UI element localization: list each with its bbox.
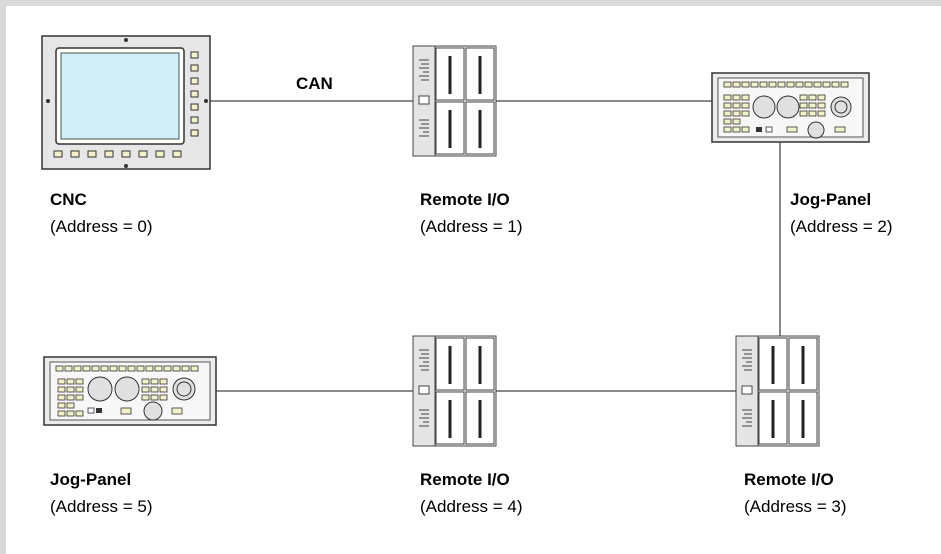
- jog-panel-icon-5: [43, 356, 217, 426]
- node-address: (Address = 1): [420, 217, 523, 236]
- bus-label: CAN: [296, 74, 333, 93]
- node-label-remote-io-1: Remote I/O (Address = 1): [420, 186, 523, 240]
- node-label-remote-io-3: Remote I/O (Address = 3): [744, 466, 847, 520]
- frame-top-border: [0, 0, 941, 6]
- remote-io-icon-4: [412, 335, 497, 447]
- node-name: Remote I/O: [420, 470, 510, 489]
- node-address: (Address = 5): [50, 497, 153, 516]
- jog-panel-icon-2: [711, 72, 870, 143]
- node-address: (Address = 2): [790, 217, 893, 236]
- node-name: Jog-Panel: [790, 190, 872, 209]
- node-address: (Address = 3): [744, 497, 847, 516]
- node-name: CNC: [50, 190, 87, 209]
- node-address: (Address = 0): [50, 217, 153, 236]
- node-address: (Address = 4): [420, 497, 523, 516]
- node-name: Remote I/O: [744, 470, 834, 489]
- remote-io-icon-1: [412, 45, 497, 157]
- node-name: Jog-Panel: [50, 470, 132, 489]
- node-label-jog-panel-2: Jog-Panel (Address = 2): [790, 186, 893, 240]
- cnc-unit-icon: [41, 35, 211, 170]
- node-label-cnc: CNC (Address = 0): [50, 186, 153, 240]
- remote-io-icon-3: [735, 335, 820, 447]
- frame-left-border: [0, 0, 6, 554]
- node-label-jog-panel-5: Jog-Panel (Address = 5): [50, 466, 153, 520]
- node-label-remote-io-4: Remote I/O (Address = 4): [420, 466, 523, 520]
- can-bus-lines: [210, 100, 781, 392]
- node-name: Remote I/O: [420, 190, 510, 209]
